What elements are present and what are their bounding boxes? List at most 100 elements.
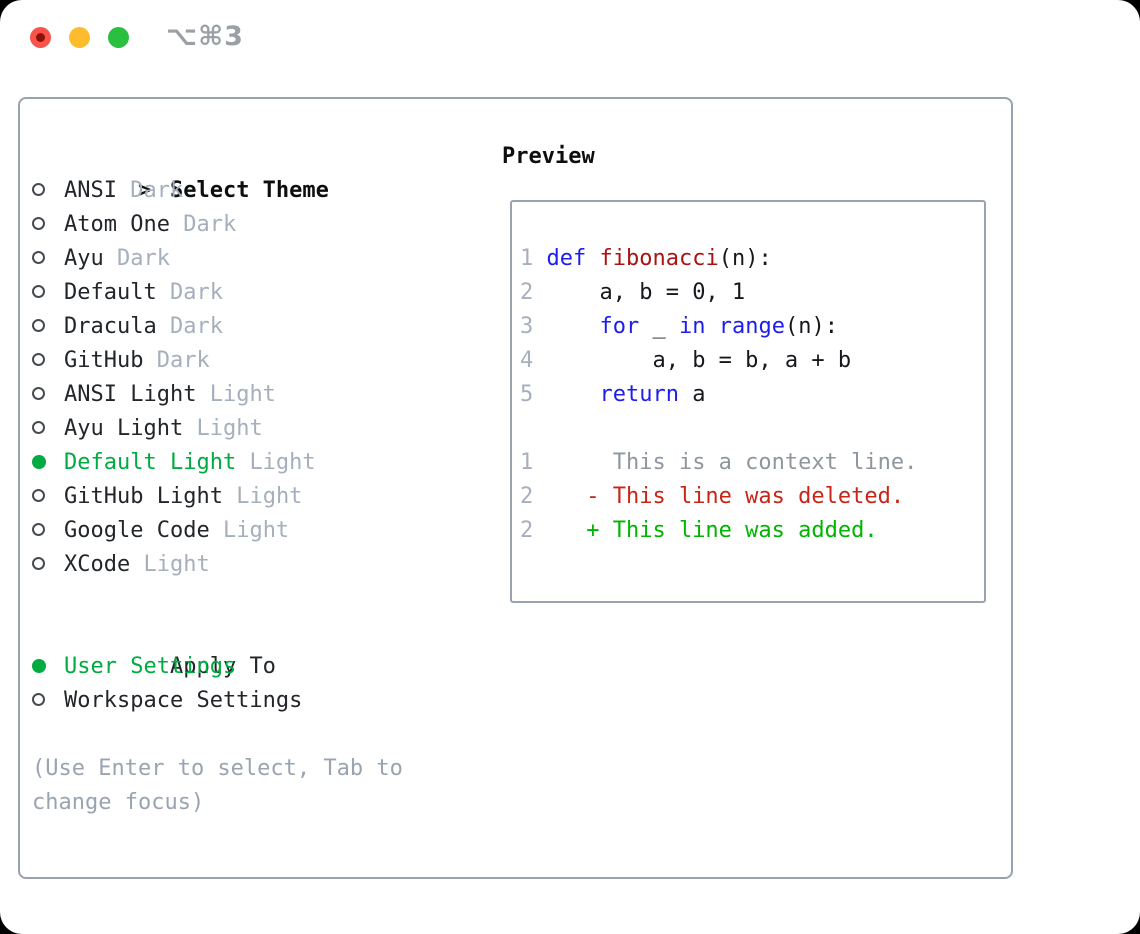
radio-icon <box>32 319 45 332</box>
radio-icon <box>32 523 45 536</box>
theme-option-xcode[interactable]: XCode Light <box>32 548 464 582</box>
radio-icon <box>32 353 45 366</box>
code-token <box>533 382 599 407</box>
theme-option-ansi-light[interactable]: ANSI Light Light <box>32 378 464 412</box>
keyboard-hint: (Use Enter to select, Tab to change focu… <box>32 756 403 815</box>
theme-variant-tag: Dark <box>169 280 223 305</box>
theme-name: XCode <box>64 552 131 577</box>
theme-option-ayu[interactable]: Ayu Dark <box>32 242 464 276</box>
line-number: 5 <box>520 382 534 407</box>
code-line: 3 for _ in range(n): <box>520 310 984 344</box>
line-number: 2 <box>520 518 534 543</box>
theme-name: Default Light <box>64 450 237 475</box>
code-token: range <box>718 314 785 339</box>
diff-line-ctx: 1 This is a context line. <box>520 446 984 480</box>
diff-line-add: 2 + This line was added. <box>520 514 984 548</box>
minimize-button[interactable] <box>69 27 90 48</box>
theme-option-ansi[interactable]: ANSI Dark <box>32 174 464 208</box>
theme-variant-tag: Dark <box>156 348 210 373</box>
radio-slot <box>32 208 64 242</box>
apply-option-workspace-settings[interactable]: Workspace Settings <box>32 684 464 718</box>
code-line: 5 return a <box>520 378 984 412</box>
theme-variant-tag: Dark <box>117 246 170 271</box>
radio-icon <box>32 421 45 434</box>
radio-selected-icon <box>32 455 46 469</box>
radio-icon <box>32 557 45 570</box>
diff-text: + This line was added. <box>533 518 878 543</box>
theme-option-ayu-light[interactable]: Ayu Light Light <box>32 412 464 446</box>
code-token <box>586 246 599 271</box>
recording-dot-icon <box>36 33 45 42</box>
theme-variant-tag: Light <box>196 416 263 441</box>
theme-name: GitHub Light <box>64 484 223 509</box>
prompt-icon: > <box>137 178 152 203</box>
theme-option-default-light[interactable]: Default Light Light <box>32 446 464 480</box>
radio-slot <box>32 310 64 344</box>
diff-preview: 1 This is a context line.2 - This line w… <box>520 446 984 548</box>
close-button[interactable] <box>30 27 51 48</box>
radio-icon <box>32 387 45 400</box>
code-token: def <box>546 246 587 271</box>
code-line: 1 def fibonacci(n): <box>520 242 984 276</box>
diff-text: This is a context line. <box>533 450 918 475</box>
theme-variant-tag: Light <box>209 382 276 407</box>
radio-slot <box>32 684 64 718</box>
select-theme-header: > Select Theme <box>32 140 464 203</box>
theme-variant-tag: Light <box>249 450 316 475</box>
code-line: 4 a, b = b, a + b <box>520 344 984 378</box>
radio-slot <box>32 650 64 684</box>
theme-name: Ayu <box>64 246 104 271</box>
spacer <box>32 582 464 616</box>
theme-option-github[interactable]: GitHub Dark <box>32 344 464 378</box>
line-number: 3 <box>520 314 534 339</box>
code-token: return <box>599 382 679 407</box>
radio-icon <box>32 693 45 706</box>
theme-option-google-code[interactable]: Google Code Light <box>32 514 464 548</box>
code-token: (n): <box>718 246 772 271</box>
theme-option-default[interactable]: Default Dark <box>32 276 464 310</box>
select-theme-title: Select Theme <box>169 178 329 203</box>
radio-icon <box>32 251 45 264</box>
theme-variant-tag: Light <box>222 518 290 543</box>
radio-icon <box>32 217 45 230</box>
radio-slot <box>32 344 64 378</box>
theme-name: ANSI <box>64 178 117 203</box>
theme-name: GitHub <box>64 348 144 373</box>
code-token: in <box>678 314 706 339</box>
code-token <box>533 246 546 271</box>
theme-option-atom-one[interactable]: Atom One Dark <box>32 208 464 242</box>
theme-variant-tag: Light <box>143 552 210 577</box>
apply-option-user-settings[interactable]: User Settings <box>32 650 464 684</box>
radio-slot <box>32 446 64 480</box>
radio-icon <box>32 489 45 502</box>
line-number: 1 <box>520 450 534 475</box>
blank-line <box>520 412 984 446</box>
radio-slot <box>32 514 64 548</box>
diff-line-del: 2 - This line was deleted. <box>520 480 984 514</box>
zoom-button[interactable] <box>108 27 129 48</box>
code-token: a, b = b, a + b <box>533 348 852 373</box>
radio-slot <box>32 412 64 446</box>
radio-slot <box>32 242 64 276</box>
line-number: 4 <box>520 348 534 373</box>
title-bar: ⌥⌘3 <box>0 0 1140 74</box>
theme-option-dracula[interactable]: Dracula Dark <box>32 310 464 344</box>
theme-name: Atom One <box>64 212 170 237</box>
radio-selected-icon <box>32 659 46 673</box>
code-line: 2 a, b = 0, 1 <box>520 276 984 310</box>
theme-option-github-light[interactable]: GitHub Light Light <box>32 480 464 514</box>
code-token: fibonacci <box>599 246 719 271</box>
theme-name: Google Code <box>64 518 210 543</box>
theme-name: ANSI Light <box>64 382 197 407</box>
theme-name: Dracula <box>64 314 157 339</box>
code-token: a <box>678 382 706 407</box>
preview-title: Preview <box>502 144 595 169</box>
code-token: a, b = 0, 1 <box>533 280 746 305</box>
line-number: 2 <box>520 280 534 305</box>
apply-to-title: Apply To <box>169 654 276 679</box>
line-number: 1 <box>520 246 534 271</box>
